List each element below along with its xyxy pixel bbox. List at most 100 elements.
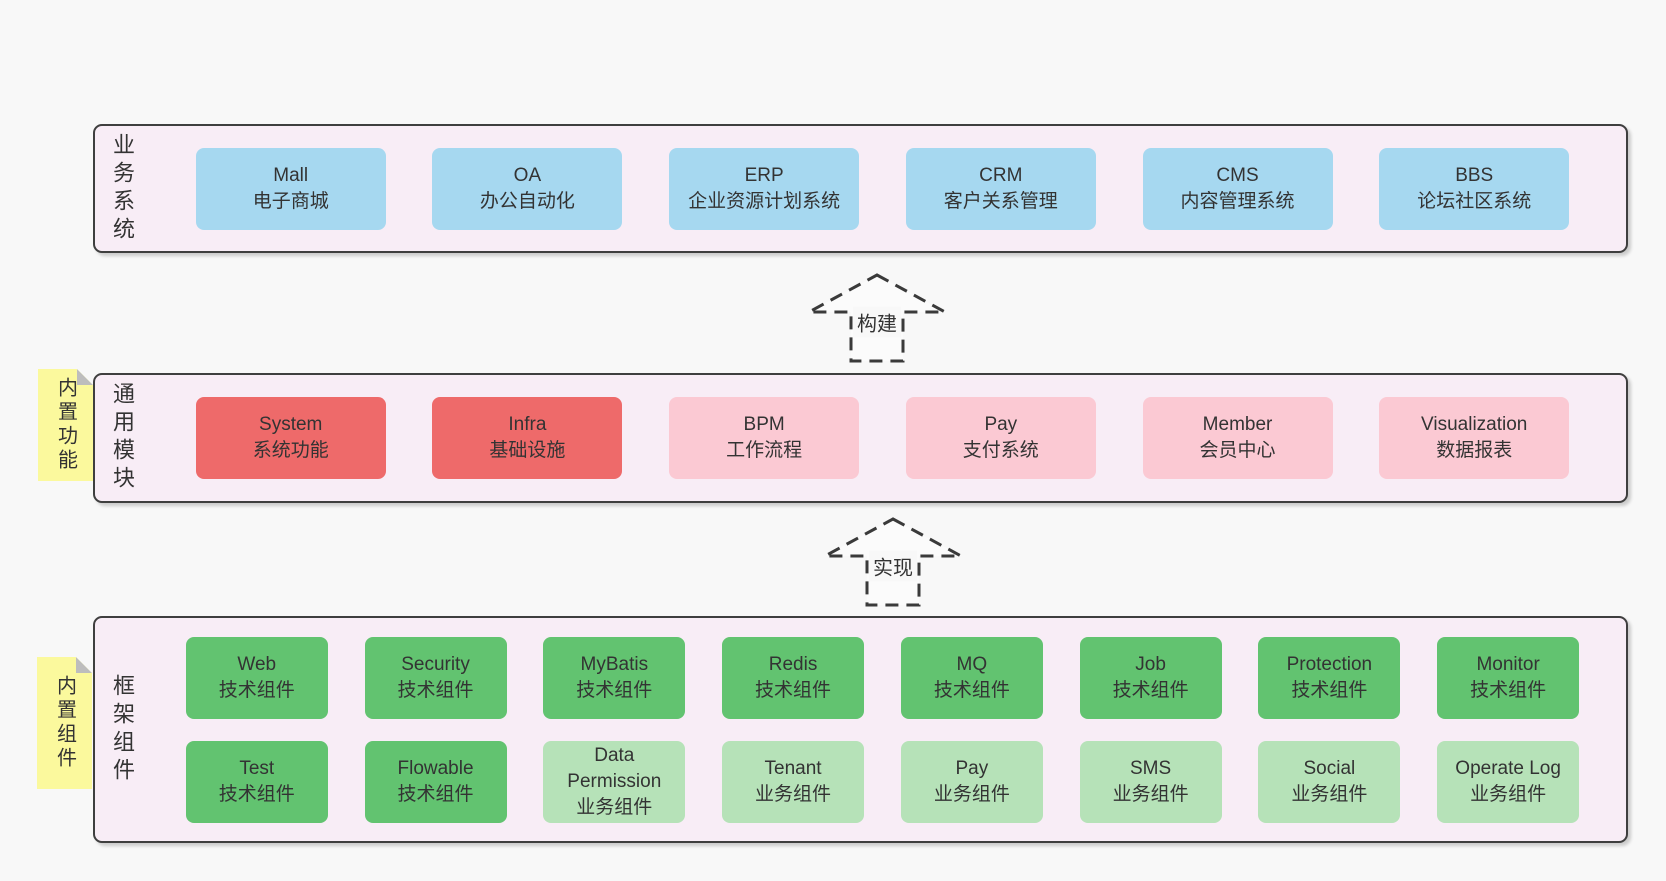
box-title: Social [1303,757,1356,779]
box-title: ERP [744,164,784,186]
box-subtitle: 技术组件 [218,679,295,701]
box-subtitle: 技术组件 [755,679,832,701]
box-subtitle: 系统功能 [252,440,329,461]
box-pay-system: Pay 支付系统 [905,397,1096,479]
box-title: SMS [1130,757,1172,779]
arrow-build-label: 构建 [853,306,901,338]
box-subtitle: 技术组件 [1470,679,1547,701]
box-subtitle: 客户关系管理 [943,190,1058,212]
panel-business-systems: 业务系统 Mall 电子商城 OA 办公自动化 ERP 企业资源计划系统 CRM… [93,124,1628,253]
box-flowable: Flowable 技术组件 [364,740,507,823]
box-visualization: Visualization 数据报表 [1379,397,1570,479]
box-subtitle: 技术组件 [576,679,653,701]
box-cms: CMS 内容管理系统 [1142,147,1333,230]
box-oa: OA 办公自动化 [432,147,623,230]
box-subtitle: 内容管理系统 [1180,190,1295,212]
box-title: Web [237,653,277,675]
box-erp: ERP 企业资源计划系统 [669,147,860,230]
box-security: Security 技术组件 [364,636,507,719]
tag-built-in-functions-label: 内置功能 [54,377,77,473]
folded-corner-icon [77,369,93,385]
box-title: Member [1202,414,1273,435]
box-title: Flowable [397,757,474,779]
box-system: System 系统功能 [195,397,386,479]
box-subtitle: 技术组件 [933,679,1010,701]
box-web: Web 技术组件 [185,636,328,719]
box-title: CMS [1216,164,1259,186]
box-subtitle: 会员中心 [1199,440,1276,461]
box-title: Infra [508,414,547,435]
box-protection: Protection 技术组件 [1258,636,1401,719]
box-title: System [259,414,323,435]
box-subtitle: 电子商城 [252,190,329,212]
box-operate-log: Operate Log 业务组件 [1437,740,1580,823]
box-title: BPM [743,414,785,435]
framework-row-1: Web 技术组件 Security 技术组件 MyBatis 技术组件 Redi… [149,636,1616,719]
box-title: MyBatis [580,653,649,675]
folded-corner-icon [76,657,92,673]
box-subtitle: 支付系统 [962,440,1039,461]
panel-modules-label-gutter: 通用模块 [95,375,149,501]
box-subtitle: 业务组件 [576,796,653,818]
panel-framework-content: Web 技术组件 Security 技术组件 MyBatis 技术组件 Redi… [149,618,1626,841]
box-subtitle: 技术组件 [397,679,474,701]
panel-business-content: Mall 电子商城 OA 办公自动化 ERP 企业资源计划系统 CRM 客户关系… [149,126,1626,251]
framework-row-2: Test 技术组件 Flowable 技术组件 Data Permission … [149,740,1616,823]
box-subtitle: 业务组件 [1291,783,1368,805]
box-member: Member 会员中心 [1142,397,1333,479]
panel-business-label-gutter: 业务系统 [95,126,149,251]
box-title: Mall [273,164,309,186]
box-title: Data Permission [567,744,662,792]
box-bbs: BBS 论坛社区系统 [1379,147,1570,230]
box-tenant: Tenant 业务组件 [722,740,865,823]
box-mall: Mall 电子商城 [195,147,386,230]
box-subtitle: 业务组件 [1470,783,1547,805]
box-subtitle: 技术组件 [1112,679,1189,701]
box-mq: MQ 技术组件 [900,636,1043,719]
box-subtitle: 办公自动化 [479,190,575,212]
arrow-build: 构建 [792,272,962,364]
tag-built-in-components: 内置组件 [37,657,92,789]
box-subtitle: 基础设施 [489,440,566,461]
box-subtitle: 业务组件 [933,783,1010,805]
box-title: BBS [1455,164,1494,186]
panel-framework-label-gutter: 框架组件 [95,618,149,841]
box-title: CRM [979,164,1023,186]
box-job: Job 技术组件 [1079,636,1222,719]
panel-framework-label: 框架组件 [110,673,135,786]
panel-business-label: 业务系统 [110,132,135,245]
box-title: Visualization [1421,414,1528,435]
box-subtitle: 技术组件 [1291,679,1368,701]
box-title: Monitor [1476,653,1540,675]
panel-modules-label: 通用模块 [110,382,135,494]
box-title: Operate Log [1455,757,1561,779]
box-title: Pay [955,757,989,779]
box-test: Test 技术组件 [185,740,328,823]
arrow-implement: 实现 [808,516,978,608]
box-subtitle: 企业资源计划系统 [688,190,841,212]
tag-built-in-components-label: 内置组件 [53,675,76,771]
box-title: OA [513,164,542,186]
box-crm: CRM 客户关系管理 [905,147,1096,230]
box-redis: Redis 技术组件 [722,636,865,719]
box-mybatis: MyBatis 技术组件 [543,636,686,719]
box-bpm: BPM 工作流程 [669,397,860,479]
box-infra: Infra 基础设施 [432,397,623,479]
arrow-implement-label: 实现 [869,550,917,582]
box-title: Pay [984,414,1018,435]
box-title: Tenant [764,757,822,779]
panel-modules-content: System 系统功能 Infra 基础设施 BPM 工作流程 Pay 支付系统… [149,375,1626,501]
box-subtitle: 数据报表 [1436,440,1513,461]
box-title: Job [1135,653,1166,675]
panel-framework-components: 框架组件 Web 技术组件 Security 技术组件 MyBatis 技术组件… [93,616,1628,843]
panel-common-modules: 通用模块 System 系统功能 Infra 基础设施 BPM 工作流程 Pay… [93,373,1628,503]
box-subtitle: 技术组件 [397,783,474,805]
box-subtitle: 工作流程 [726,440,803,461]
box-social: Social 业务组件 [1258,740,1401,823]
box-title: MQ [956,653,988,675]
box-data-permission: Data Permission 业务组件 [543,740,686,823]
box-subtitle: 业务组件 [755,783,832,805]
box-sms: SMS 业务组件 [1079,740,1222,823]
box-title: Protection [1286,653,1373,675]
box-title: Test [239,757,275,779]
